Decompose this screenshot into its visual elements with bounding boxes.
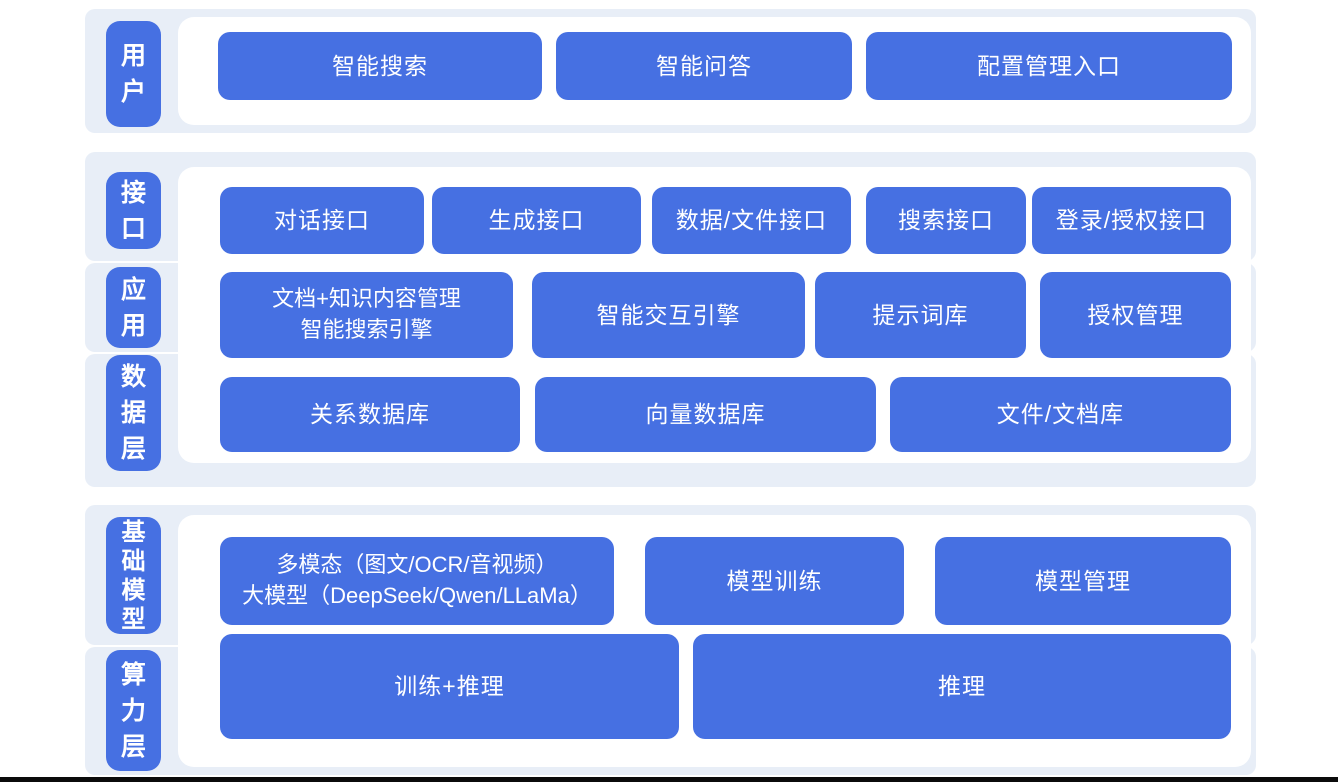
node-inference: 推理 [693, 634, 1231, 739]
layer-label-data: 数 据 层 [106, 355, 161, 471]
layer-label-interface: 接 口 [106, 172, 161, 249]
layer-label-user: 用 户 [106, 21, 161, 127]
node-model-management: 模型管理 [935, 537, 1231, 625]
node-file-doc-store: 文件/文档库 [890, 377, 1231, 452]
node-smart-qa: 智能问答 [556, 32, 852, 100]
node-doc-knowledge-engine: 文档+知识内容管理 智能搜索引擎 [220, 272, 513, 358]
node-smart-search: 智能搜索 [218, 32, 542, 100]
node-interaction-engine: 智能交互引擎 [532, 272, 805, 358]
node-model-training: 模型训练 [645, 537, 904, 625]
node-vector-db: 向量数据库 [535, 377, 876, 452]
node-data-file-api: 数据/文件接口 [652, 187, 851, 254]
node-training-inference: 训练+推理 [220, 634, 679, 739]
layer-label-application: 应 用 [106, 267, 161, 348]
node-relational-db: 关系数据库 [220, 377, 520, 452]
layer-label-foundation-model: 基 础 模 型 [106, 517, 161, 634]
node-config-entry: 配置管理入口 [866, 32, 1232, 100]
bottom-edge-bar [0, 777, 1338, 782]
node-generation-api: 生成接口 [432, 187, 641, 254]
layer-label-compute: 算 力 层 [106, 650, 161, 771]
node-multimodal-llm: 多模态（图文/OCR/音视频） 大模型（DeepSeek/Qwen/LLaMa） [220, 537, 614, 625]
node-login-auth-api: 登录/授权接口 [1032, 187, 1231, 254]
node-dialog-api: 对话接口 [220, 187, 424, 254]
node-prompt-library: 提示词库 [815, 272, 1026, 358]
node-search-api: 搜索接口 [866, 187, 1026, 254]
node-auth-management: 授权管理 [1040, 272, 1231, 358]
